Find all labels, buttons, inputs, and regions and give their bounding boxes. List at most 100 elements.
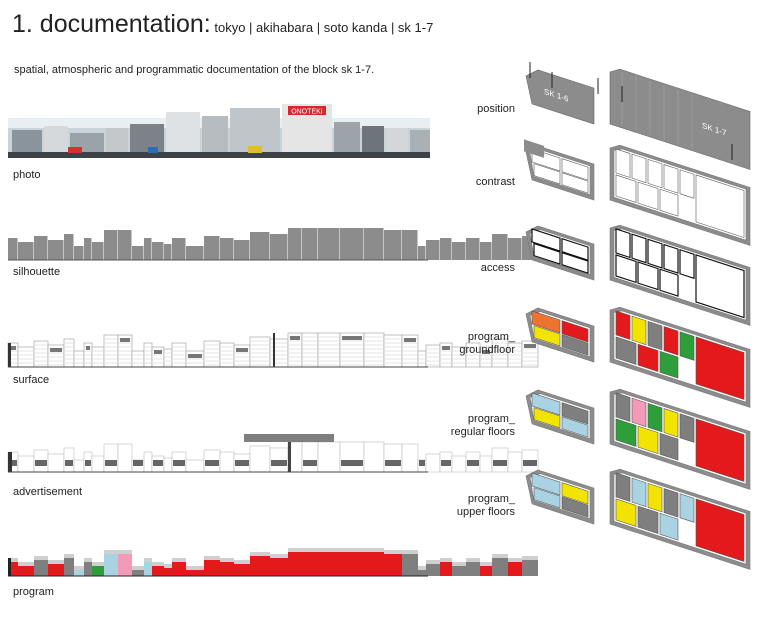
surface-outline [17, 346, 35, 368]
program-building [452, 562, 466, 576]
advert-outline [339, 441, 365, 473]
advert-outline [425, 453, 441, 473]
program-roof [144, 558, 152, 562]
surface-building [439, 342, 453, 368]
label-surface: surface [13, 374, 50, 386]
advert-outline [383, 443, 403, 473]
program-block [204, 556, 220, 576]
surface-building [465, 342, 481, 368]
plan-room [659, 350, 679, 379]
silhouette-building [8, 238, 18, 260]
plan-room [531, 392, 561, 416]
advert-building [425, 453, 441, 473]
photo-sign-text: ONOTEKI [291, 109, 323, 116]
program-building [64, 554, 74, 576]
program-roof [270, 554, 288, 558]
silhouette-building [144, 238, 152, 260]
program-roof [34, 556, 48, 560]
advert-building [439, 451, 453, 473]
advert-sign [173, 460, 185, 466]
surface-building [383, 334, 403, 368]
program-roof [220, 558, 234, 562]
silhouette-building [302, 228, 318, 260]
advert-sign [467, 460, 479, 466]
advert-sign [385, 460, 401, 466]
program-building [288, 548, 302, 576]
advert-building [521, 449, 539, 473]
program-elevation [8, 548, 538, 577]
plan-block-right [609, 144, 751, 246]
advertisement-elevation [7, 434, 539, 473]
plan-tier-ground [525, 306, 751, 408]
advert-billboard [244, 434, 334, 442]
advert-building [301, 441, 319, 473]
plan-room [631, 233, 647, 264]
silhouette-building [172, 238, 186, 260]
program-roof [508, 558, 522, 562]
program-block [384, 550, 402, 576]
surface-divider [273, 333, 275, 367]
advert-building [269, 447, 289, 473]
program-building [118, 550, 132, 576]
plan-room [615, 310, 631, 340]
plan-footprint [609, 68, 751, 170]
program-block [64, 554, 74, 576]
program-building [480, 562, 492, 576]
advert-sign [341, 460, 363, 466]
plan-footprint [525, 69, 595, 125]
program-roof [152, 562, 164, 566]
plan-room [647, 482, 663, 513]
plan-room [679, 331, 695, 361]
program-building [522, 556, 538, 576]
plan-room [637, 425, 659, 454]
program-building [234, 560, 250, 576]
silhouette-building [492, 234, 508, 260]
silhouette-building [508, 238, 522, 260]
program-roof [492, 554, 508, 558]
advert-building [479, 455, 493, 473]
program-roof [204, 556, 220, 560]
plan-block-right [609, 468, 751, 570]
program-block [508, 558, 522, 576]
surface-outline [363, 332, 385, 368]
program-building [364, 548, 384, 576]
surface-window [86, 346, 90, 350]
advert-sign [133, 460, 143, 466]
label-access: access [480, 262, 515, 274]
surface-building [131, 350, 145, 368]
advert-outline [17, 455, 35, 473]
surface-building [301, 332, 319, 368]
plan-block-left [525, 389, 595, 445]
program-roof [8, 558, 18, 562]
plan-room [561, 320, 589, 343]
advert-outline [363, 441, 385, 473]
program-roof [402, 550, 418, 554]
plan-room [531, 228, 561, 252]
advert-building [163, 457, 173, 473]
program-building [144, 558, 152, 576]
plan-room [659, 432, 679, 461]
silhouette-building [270, 234, 288, 260]
plan-room [647, 158, 663, 189]
program-building [340, 548, 364, 576]
advert-building [383, 443, 403, 473]
silhouette-building [132, 246, 144, 260]
advert-building [33, 449, 49, 473]
plan-tier-position: SK 1-6SK 1-7 [525, 62, 751, 222]
program-block [172, 558, 186, 576]
plan-room [679, 413, 695, 443]
program-building [220, 558, 234, 576]
advert-building [17, 455, 35, 473]
surface-window [120, 338, 130, 342]
surface-window [236, 348, 248, 352]
surface-window [50, 348, 62, 352]
program-block [74, 566, 84, 576]
surface-building [73, 350, 85, 368]
plan-room [679, 248, 695, 280]
surface-window [524, 344, 536, 348]
plan-room [615, 472, 631, 502]
label-program-regular-floors: program_ regular floors [450, 413, 515, 438]
program-building [204, 556, 220, 576]
advert-outline [219, 451, 235, 473]
program-building [318, 548, 340, 576]
